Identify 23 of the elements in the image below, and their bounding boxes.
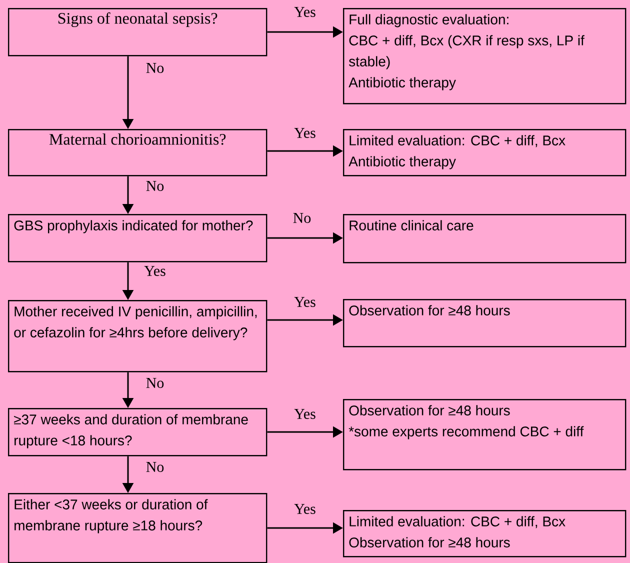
edge-label: Yes: [293, 127, 317, 139]
decision-box: Signs of neonatal sepsis?: [8, 8, 268, 56]
edge-label: Yes: [143, 265, 167, 277]
decision-box: Maternal chorioamnionitis?: [8, 129, 268, 176]
decision-box: Mother received IV penicillin, ampicillin, or cefazolin for ≥4hrs before delivery?: [8, 300, 268, 372]
edge-label: No: [292, 212, 312, 224]
action-box: Observation for ≥48 hours: [343, 299, 626, 348]
action-box: Routine clinical care: [343, 214, 626, 264]
action-box: Full diagnostic evaluation: CBC + diff, Bcx (CXR if resp sxs, LP if stable) Antibiotic therapy: [343, 8, 626, 104]
edge-label: No: [144, 180, 166, 192]
decision-box: Either <37 weeks or duration of membrane rupture ≥18 hours?: [8, 493, 268, 563]
action-box: Observation for ≥48 hours *some experts recommend CBC + diff: [343, 399, 626, 470]
edge-label: No: [144, 377, 166, 389]
edge-label: Yes: [293, 6, 317, 18]
decision-box: ≥37 weeks and duration of membrane rupture <18 hours?: [8, 408, 268, 456]
edge-label: No: [144, 461, 166, 473]
edge-label: No: [144, 62, 166, 74]
decision-box: GBS prophylaxis indicated for mother?: [8, 214, 268, 262]
action-box: Limited evaluation: CBC + diff, Bcx Antibiotic therapy: [343, 129, 626, 176]
edge-label: Yes: [293, 503, 317, 515]
edge-label: Yes: [293, 296, 317, 308]
edge-label: Yes: [293, 408, 317, 420]
action-box: Limited evaluation: CBC + diff, Bcx Observation for ≥48 hours: [343, 510, 626, 558]
